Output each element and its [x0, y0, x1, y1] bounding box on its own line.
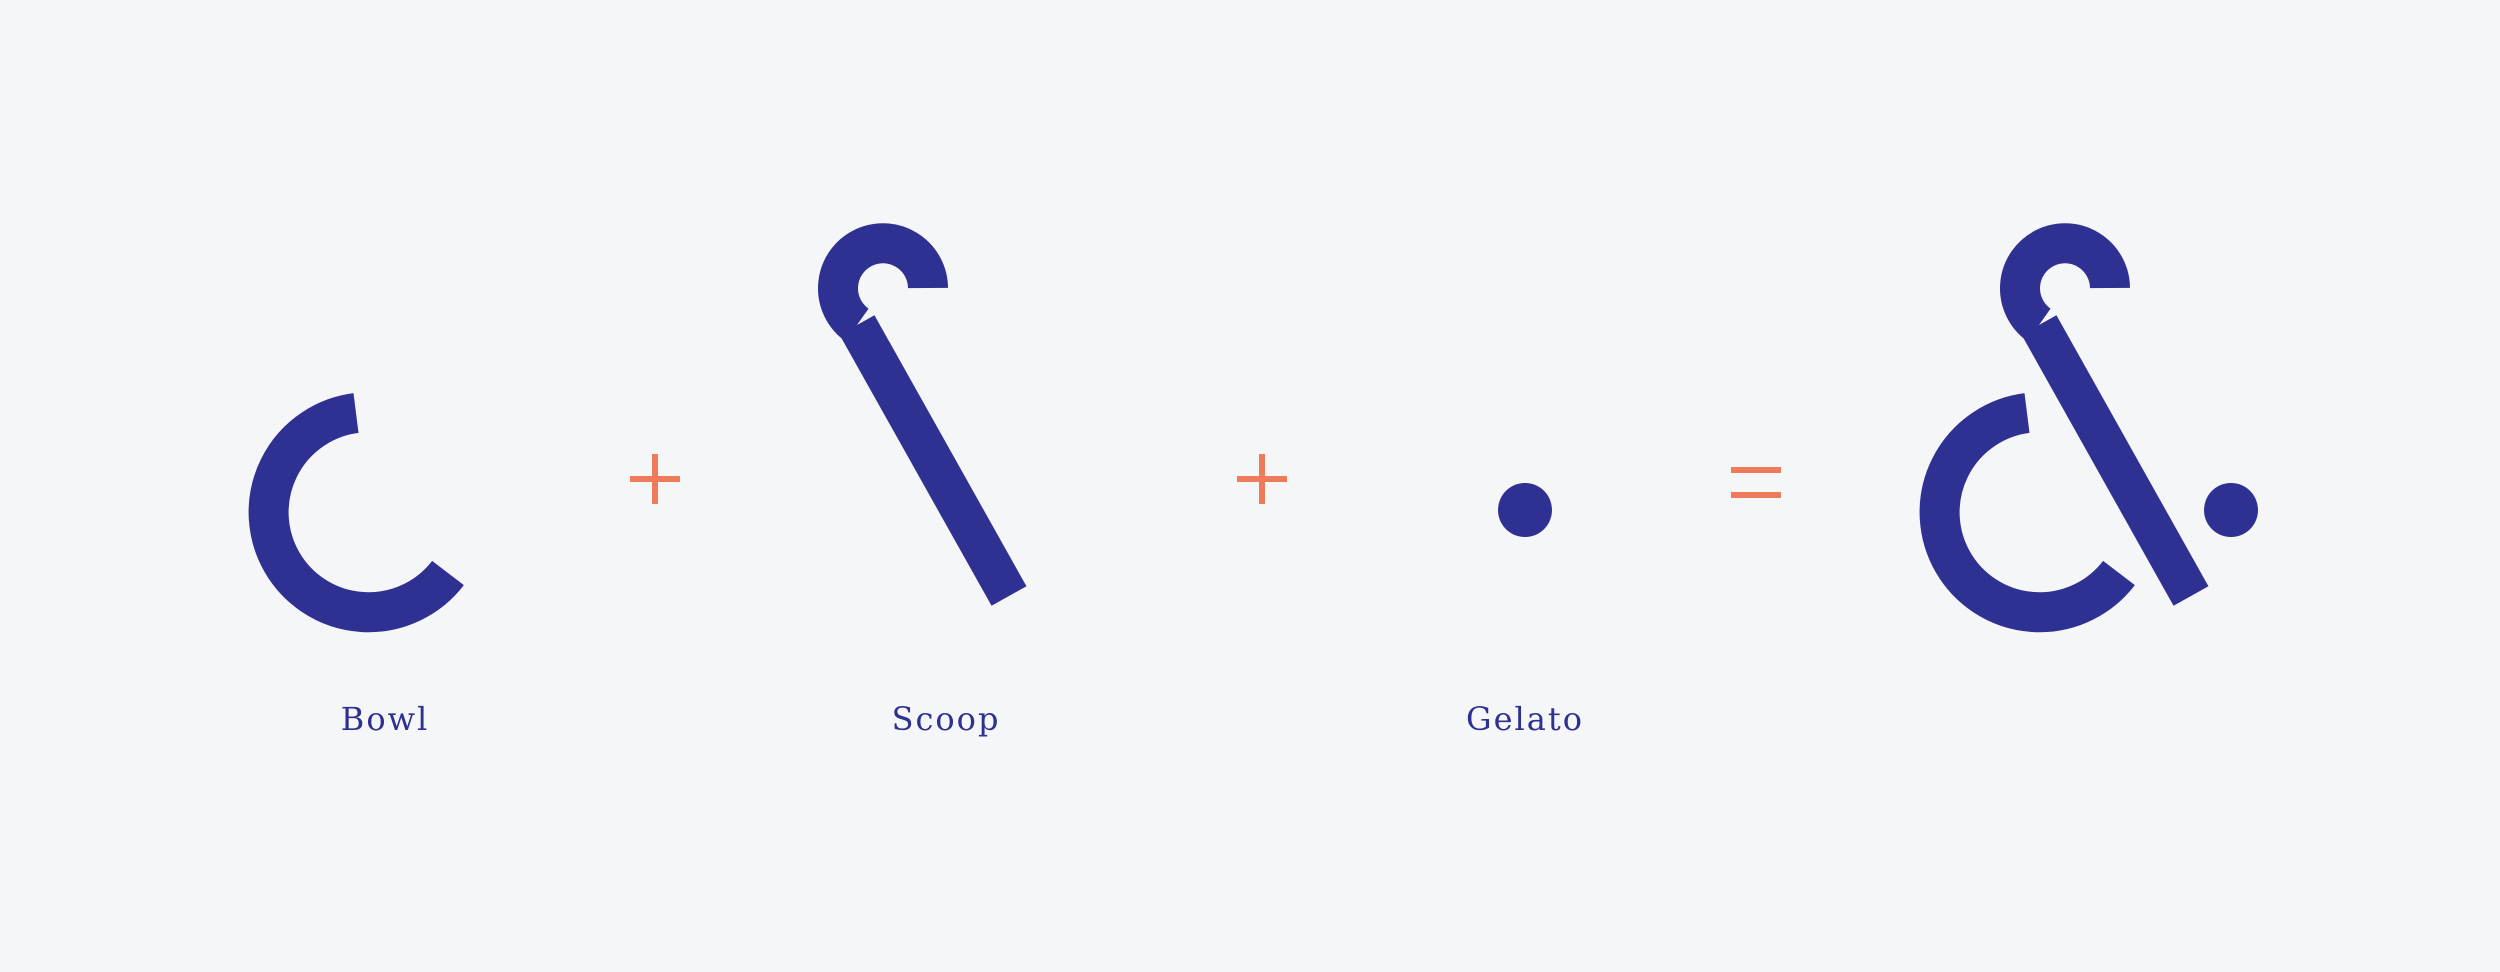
label-gelato: Gelato [1466, 700, 1584, 738]
equals-icon [1731, 467, 1781, 498]
bowl-shape [248, 393, 464, 633]
label-scoop: Scoop [891, 700, 1001, 738]
ampersand-scoop-part [2000, 223, 2209, 606]
ampersand-bowl-part [1919, 393, 2135, 633]
label-bowl: Bowl [340, 700, 430, 738]
plus-icon-1 [630, 454, 680, 504]
plus-icon-2 [1237, 454, 1287, 504]
scoop-shape [818, 223, 1027, 606]
gelato-dot [1498, 483, 1552, 537]
ampersand-dot-part [2204, 483, 2258, 537]
